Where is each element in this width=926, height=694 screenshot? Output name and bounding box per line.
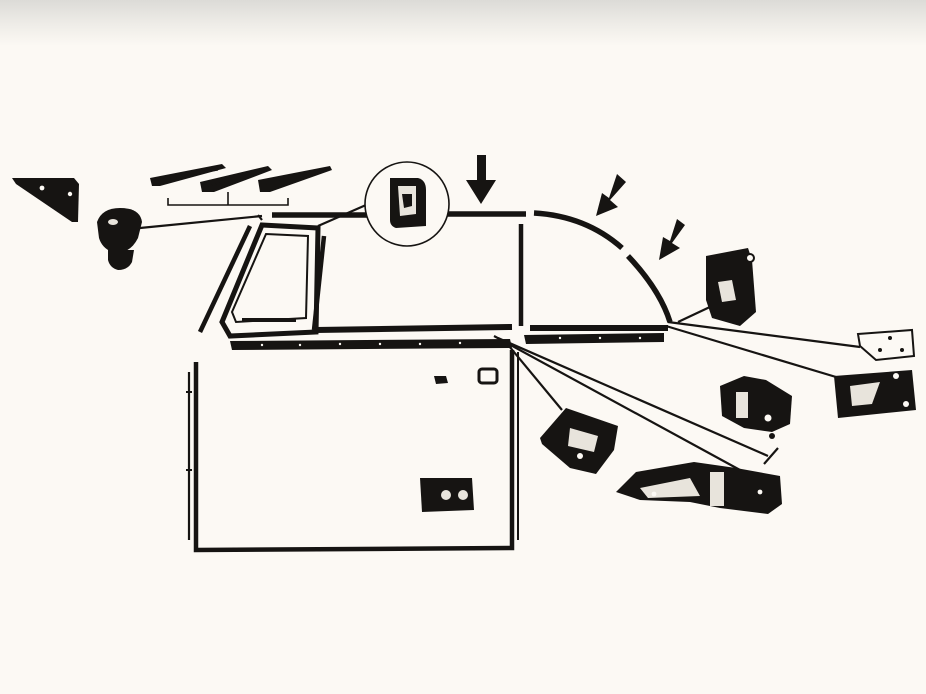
striker-plate <box>834 370 916 418</box>
arrow-icon <box>596 174 626 216</box>
small-plate <box>856 328 916 362</box>
beltline-molding <box>230 333 664 350</box>
beltline-strips <box>315 324 668 333</box>
roof-rail <box>272 210 673 323</box>
rubber-cap <box>97 208 142 270</box>
leader-pocket <box>497 336 769 458</box>
door-shell <box>186 350 519 553</box>
hinge-latch <box>540 408 618 474</box>
leader-plate-large <box>665 324 847 382</box>
latch-block <box>720 376 792 439</box>
wedge-strips <box>150 164 332 192</box>
strip-bracket <box>167 192 289 206</box>
vent-corner-plate <box>12 178 79 222</box>
rear-arc-bottom <box>625 254 673 323</box>
magnifier-callout <box>364 161 450 247</box>
pocket-bracket <box>616 462 782 514</box>
vent-window-frame <box>197 222 327 339</box>
arrow-icon <box>466 155 496 204</box>
leader-bracket-right <box>677 305 713 323</box>
leader-pocket-tip <box>763 447 779 465</box>
rear-arc-top <box>533 210 624 251</box>
top-shadow <box>0 0 926 46</box>
lock-bracket <box>706 248 756 326</box>
leader-cap-to-frame <box>139 214 263 230</box>
arrow-icon <box>659 219 685 260</box>
leader-pocket-2 <box>493 335 741 471</box>
leader-plate-small <box>667 320 861 349</box>
